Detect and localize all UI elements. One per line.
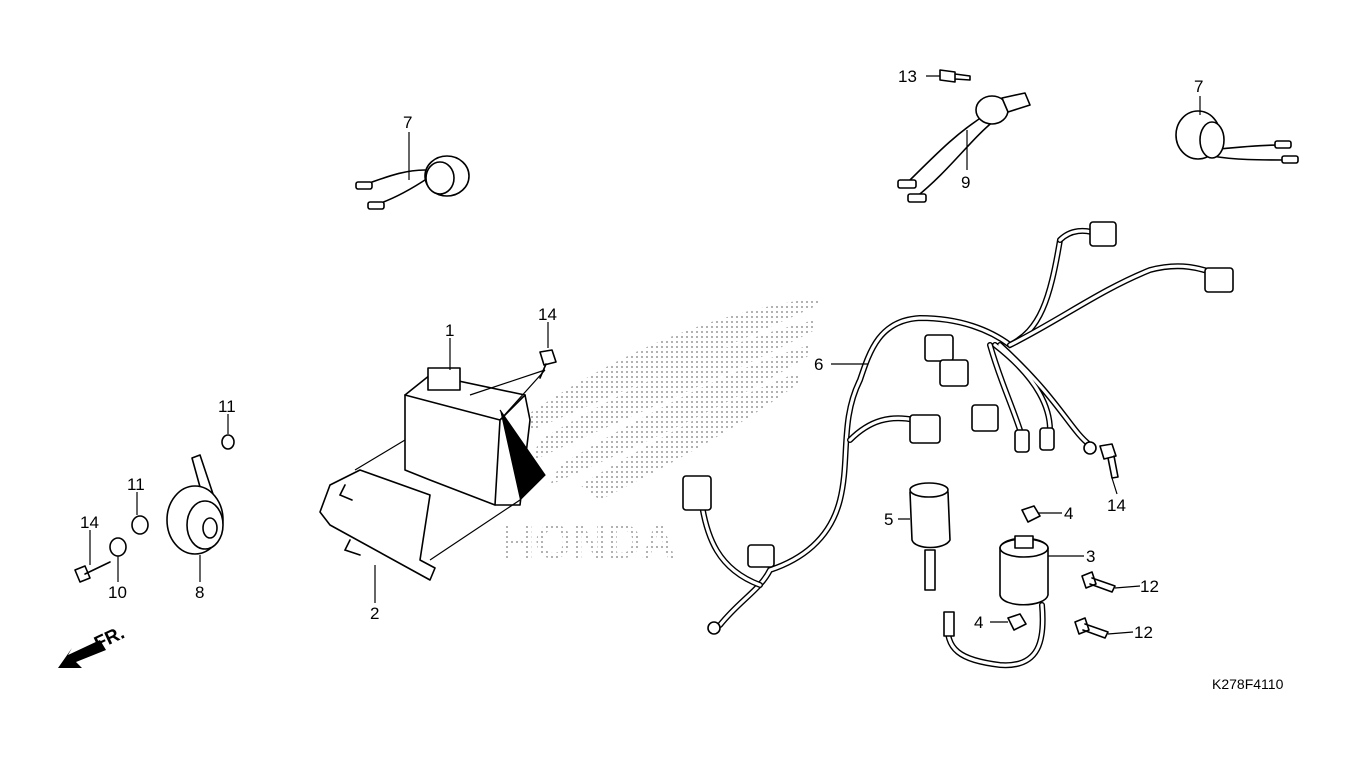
callout-12: 12 [1140,577,1159,596]
diagram-code: K278F4110 [1212,676,1284,692]
callout-7: 7 [1194,77,1203,96]
washers-and-bolts [74,434,235,583]
callout-13: 13 [898,67,917,86]
callout-12: 12 [1134,623,1153,642]
part-2-bracket [319,469,436,581]
part-7-right [1175,110,1299,164]
callout-1: 1 [445,321,454,340]
callout-5: 5 [884,510,893,529]
part-8-horn [166,454,224,555]
honda-wing-watermark: HONDA [500,298,818,569]
callout-14: 14 [80,513,99,532]
callout-4: 4 [1064,504,1073,523]
callout-14: 14 [538,305,557,324]
part-7-left [355,155,470,210]
part-5-plug-cap [909,482,951,591]
front-direction-indicator: FR. [58,623,128,668]
callout-4: 4 [974,613,983,632]
callout-9: 9 [961,173,970,192]
bolt-14-top [469,349,557,421]
leader-lines [89,75,1201,635]
callout-11: 11 [218,397,236,416]
callout-7: 7 [403,113,412,132]
callouts: 7 13 9 7 1 14 6 11 11 14 10 8 2 14 5 4 3… [80,67,1203,642]
honda-watermark-text: HONDA [500,516,676,569]
callout-11: 11 [127,475,145,494]
part-9 [897,69,1031,203]
callout-8: 8 [195,583,204,602]
part-3-ignition-coil [943,535,1049,669]
callout-6: 6 [814,355,823,374]
part-6-wire-harness [682,221,1234,635]
callout-10: 10 [108,583,127,602]
fasteners-right [1007,443,1119,639]
front-arrow-icon [58,640,106,668]
callout-2: 2 [370,604,379,623]
callout-3: 3 [1086,547,1095,566]
callout-14: 14 [1107,496,1126,515]
